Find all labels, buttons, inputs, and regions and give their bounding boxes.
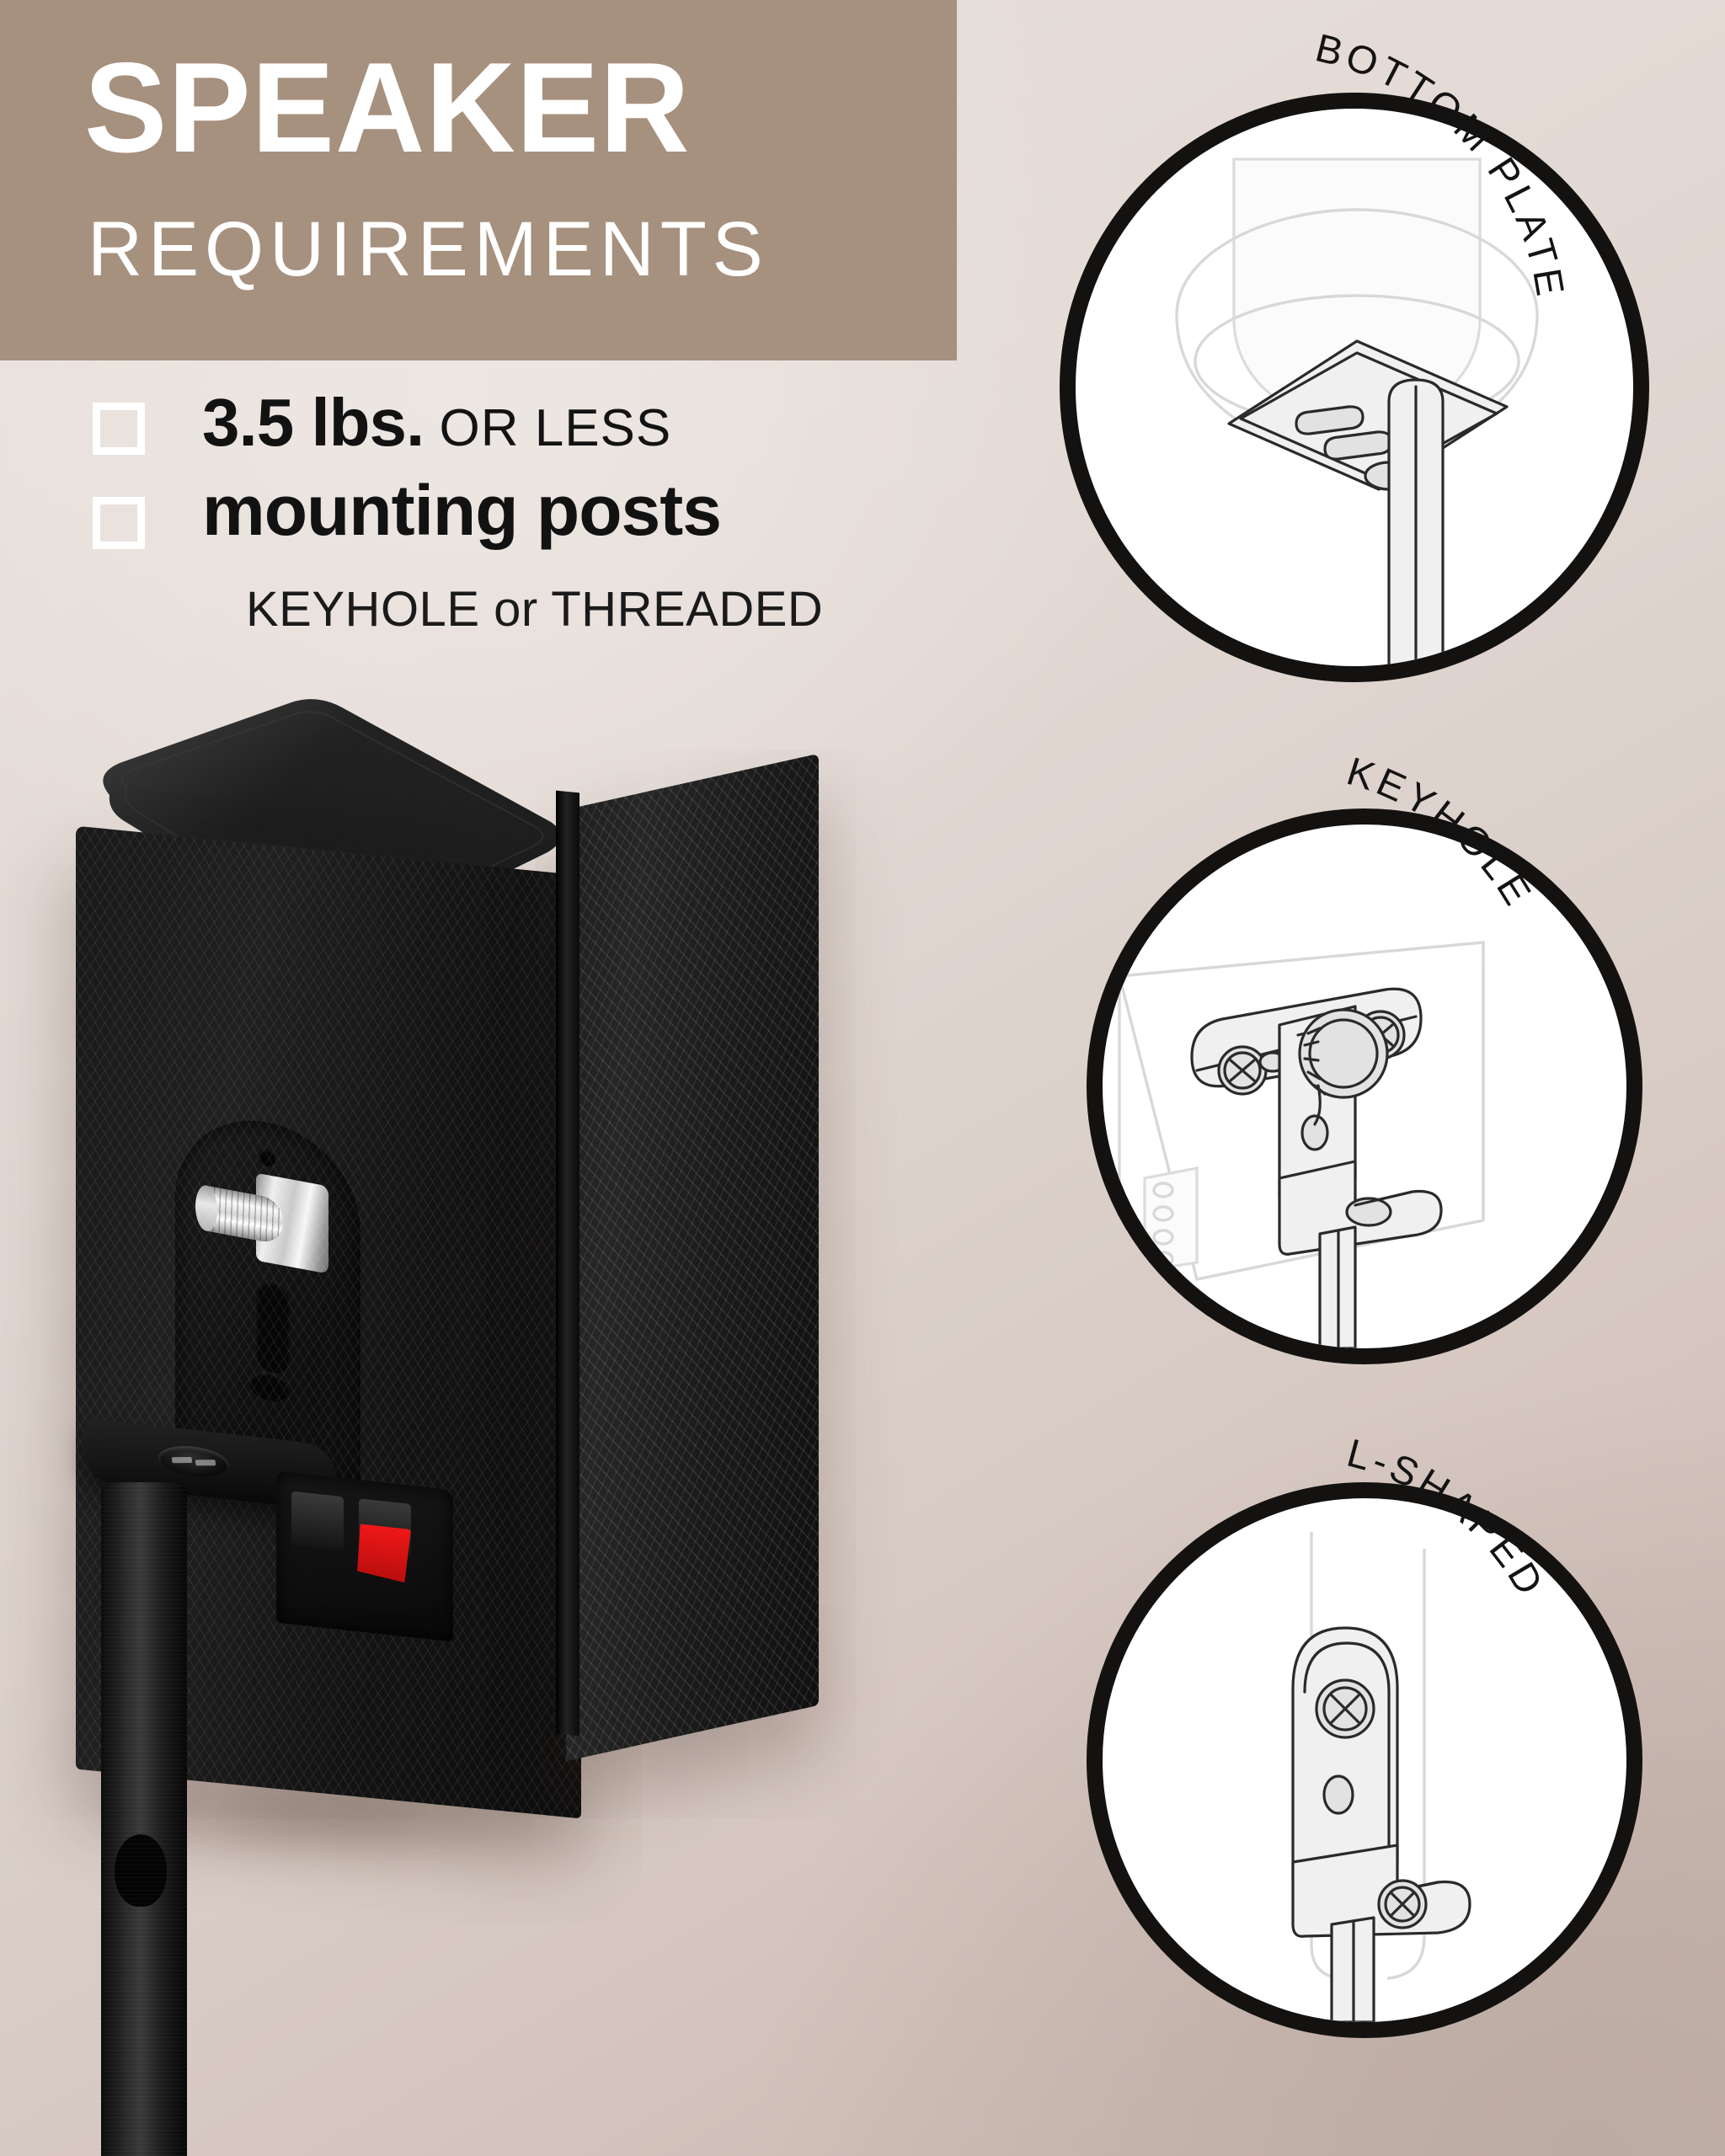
bracket-screw (158, 1442, 229, 1481)
weight-qualifier (424, 399, 439, 457)
checklist-item-posts-text: mounting posts (202, 470, 722, 552)
post-hex-nut (256, 1172, 328, 1274)
speaker-corner-edge (556, 790, 579, 1737)
plate-hole-top (258, 1145, 276, 1168)
weight-qualifier-text: OR LESS (439, 399, 672, 457)
posts-label: mounting posts (202, 471, 722, 550)
plate-hole-right (315, 1229, 332, 1250)
speaker-wire-terminals (276, 1470, 453, 1642)
plate-keyhole-slot (256, 1277, 290, 1376)
checklist-item-posts: mounting posts (0, 453, 960, 550)
speaker-stand-pole (101, 1482, 187, 2156)
requirements-checklist: 3.5 lbs. OR LESS mounting posts (0, 362, 960, 550)
plate-hole-bottom (249, 1368, 290, 1405)
threaded-mounting-post (195, 1163, 328, 1276)
checkbox-weight[interactable] (93, 403, 145, 455)
terminal-red-tab[interactable] (357, 1524, 411, 1583)
page-subtitle: REQUIREMENTS (88, 206, 769, 292)
cable-management-hole (115, 1834, 167, 1907)
page-title: SPEAKER (84, 36, 691, 179)
post-threaded-shaft (202, 1184, 283, 1246)
diagram-l-shaped (1087, 1482, 1642, 2038)
weight-value: 3.5 lbs. (202, 385, 425, 460)
bottom-plate-illustration (1175, 157, 1539, 666)
speaker-side-grille (566, 753, 819, 1762)
checkbox-mounting-posts[interactable] (93, 497, 145, 549)
terminal-clip-negative[interactable] (291, 1491, 344, 1551)
checklist-item-weight-text: 3.5 lbs. OR LESS (202, 384, 671, 462)
post-end-cap (195, 1183, 217, 1234)
checklist-note: KEYHOLE or THREADED (246, 582, 824, 637)
checklist-item-weight: 3.5 lbs. OR LESS (0, 362, 960, 460)
header-banner: SPEAKER REQUIREMENTS (0, 0, 957, 360)
l-shaped-illustration (1291, 1532, 1471, 2022)
keyhole-illustration (1117, 941, 1485, 1348)
plate-hole-left (204, 1201, 221, 1222)
speaker-product-photo (51, 699, 960, 2156)
diagram-keyhole (1087, 808, 1642, 1364)
diagram-bottom-plate (1060, 93, 1649, 682)
